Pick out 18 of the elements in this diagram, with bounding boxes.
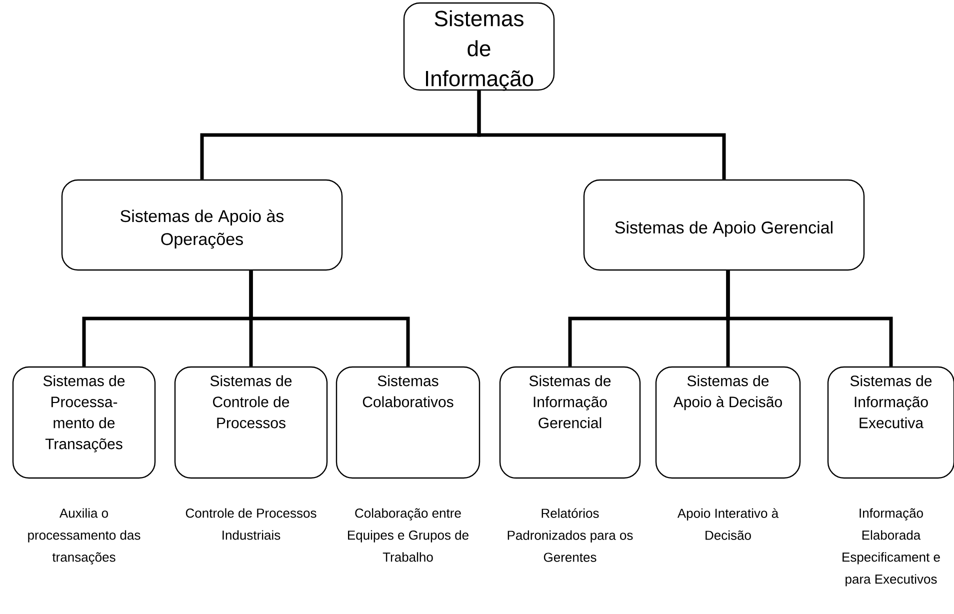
system-box: Sistemas de Processa- mento de Transações [12, 366, 156, 479]
connector-line [726, 270, 893, 366]
connector-line [477, 90, 726, 180]
category-box: Sistemas de Apoio às Operações [61, 179, 343, 271]
description-text: Apoio Interativo à Decisão [677, 508, 779, 540]
root-box: Sistemas de Informação [403, 2, 555, 91]
description-text: Relatórios Padronizados para os Gerentes [508, 508, 633, 562]
system-box: Sistemas de Controle de Processos [174, 366, 328, 479]
connector-line [249, 270, 410, 366]
description-text: Controle de Processos Industriais [186, 508, 316, 540]
category-box: Sistemas de Apoio Gerencial [583, 179, 865, 271]
description-text: Informação Elaborada Especificament e para Executivos [842, 508, 940, 586]
description-text: Colaboração entre Equipes e Grupos de Trabalho [348, 508, 468, 562]
system-box: Sistemas de Informação Gerencial [499, 366, 641, 479]
system-box: Sistemas de Apoio à Decisão [655, 366, 801, 479]
system-box: Sistemas de Informação Executiva [827, 366, 954, 479]
system-box: Sistemas Colaborativos [336, 366, 480, 479]
description-text: Auxilia o processamento das transações [28, 508, 140, 564]
